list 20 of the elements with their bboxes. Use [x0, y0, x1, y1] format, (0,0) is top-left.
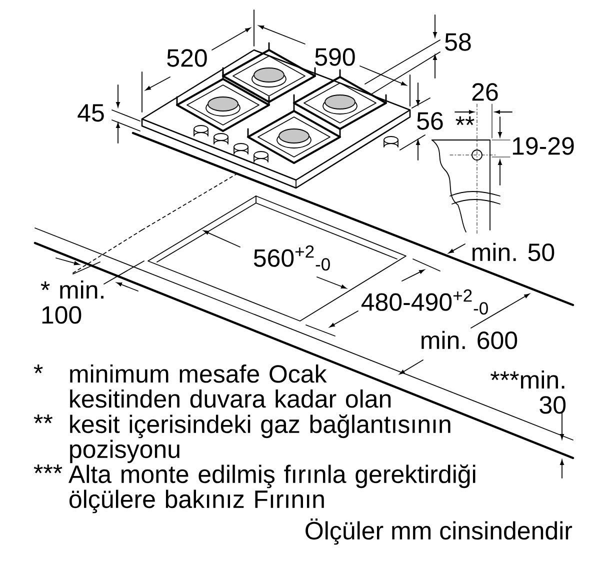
dimension-label: 58	[445, 33, 471, 51]
dimension-label: 560$^{+2}$-0	[254, 245, 330, 271]
dimension-label: 480-490$^{+2}$-0	[361, 289, 488, 315]
dimension-label: 590	[315, 48, 355, 66]
dimension-label: 520	[167, 49, 207, 67]
footnote-marker: **	[456, 116, 474, 126]
footnote-marker: ***	[34, 464, 62, 474]
note-text: Ölçüler mm cinsindendir	[306, 518, 572, 545]
dimension-label: min. 50	[472, 242, 554, 262]
note-text: Alta monte edilmiş fırınla gerektirdiği ölçülere bakınız Fırının	[68, 464, 476, 514]
dimension-label: * min. 100	[40, 280, 104, 324]
dimension-label: 56	[417, 112, 443, 130]
dimension-label: ***min. 30	[490, 370, 566, 414]
dimension-label: 19-29	[512, 137, 574, 155]
dimension-label: min. 600	[422, 330, 518, 350]
footnote-marker: **	[34, 414, 53, 424]
dimension-label: 26	[472, 83, 498, 101]
dimension-label: 45	[78, 104, 104, 122]
note-text: kesit içerisindeki gaz bağlantısının pozisyonu	[70, 414, 450, 464]
footnote-marker: *	[34, 364, 43, 374]
